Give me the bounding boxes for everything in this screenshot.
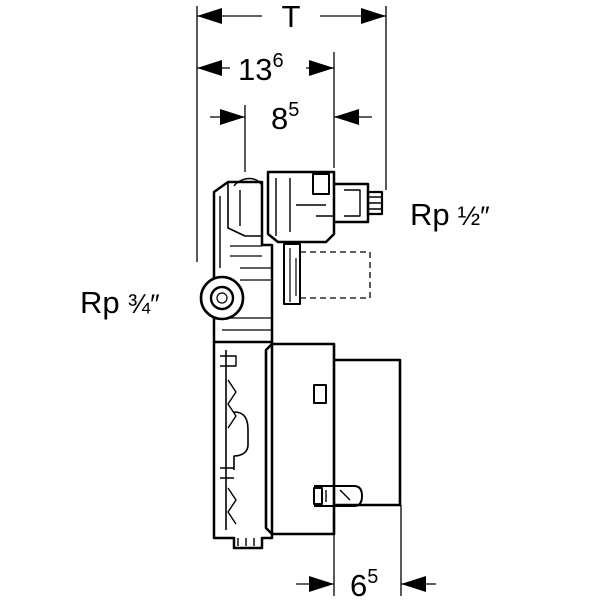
dimension-8-5: 85 xyxy=(210,99,372,172)
dimension-6-5: 65 xyxy=(296,505,436,600)
dimension-6-5-sup: 5 xyxy=(367,566,378,588)
dimension-8-5-main: 8 xyxy=(271,101,288,136)
dimension-13-6-sup: 6 xyxy=(272,50,283,72)
hidden-housing-outline xyxy=(299,251,371,299)
dimension-13-6-main: 13 xyxy=(238,52,272,87)
inlet-port xyxy=(199,275,245,321)
dimension-t: T xyxy=(196,0,387,262)
dimension-t-label: T xyxy=(282,0,301,34)
svg-text:85: 85 xyxy=(271,99,299,136)
svg-text:65: 65 xyxy=(350,566,378,600)
svg-text:136: 136 xyxy=(238,50,284,87)
outlet-prefix: Rp xyxy=(410,197,450,232)
outlet-size: ½″ xyxy=(458,201,491,231)
inlet-prefix: Rp xyxy=(80,285,120,320)
dimension-13-6: 136 xyxy=(197,50,335,168)
mounting-body xyxy=(212,177,274,550)
protective-box xyxy=(264,342,402,536)
dimension-8-5-sup: 5 xyxy=(288,99,299,121)
inlet-size: ¾″ xyxy=(128,289,161,319)
dimension-6-5-main: 6 xyxy=(350,568,367,600)
outlet-connection-label: Rp ½″ xyxy=(410,197,490,232)
valve-block xyxy=(266,170,384,305)
inlet-connection-label: Rp ¾″ xyxy=(80,285,160,320)
